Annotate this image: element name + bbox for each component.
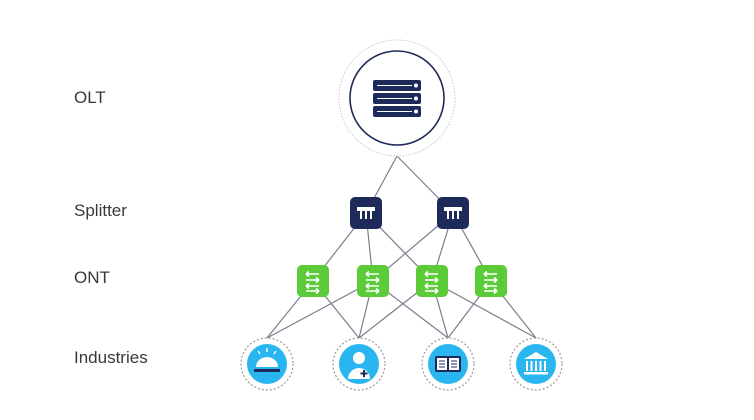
link-ont-industry <box>431 280 537 339</box>
industry-node <box>509 337 563 391</box>
connection-lines <box>266 155 537 339</box>
olt-node <box>338 39 456 157</box>
industry-node <box>421 337 475 391</box>
splitter-icon <box>357 207 375 219</box>
ont-node <box>475 265 507 297</box>
arrows-exchange-icon <box>483 270 498 295</box>
label-ont: ONT <box>74 268 110 287</box>
label-splitter: Splitter <box>74 201 127 220</box>
splitter-icon <box>444 207 462 219</box>
label-olt: OLT <box>74 88 106 107</box>
government-building-icon <box>524 352 548 375</box>
industry-node <box>240 337 294 391</box>
splitter-node <box>437 197 469 229</box>
server-rack-icon <box>373 80 421 117</box>
ont-node <box>297 265 329 297</box>
arrows-exchange-icon <box>365 270 380 295</box>
arrows-exchange-icon <box>305 270 320 295</box>
industry-node <box>332 337 386 391</box>
arrows-exchange-icon <box>424 270 439 295</box>
service-bell-icon <box>254 348 280 372</box>
link-ont-industry <box>266 280 374 339</box>
ont-node <box>416 265 448 297</box>
label-industries: Industries <box>74 348 148 367</box>
healthcare-person-icon <box>348 352 370 379</box>
open-book-icon <box>435 356 461 372</box>
splitter-node <box>350 197 382 229</box>
ont-node <box>357 265 389 297</box>
